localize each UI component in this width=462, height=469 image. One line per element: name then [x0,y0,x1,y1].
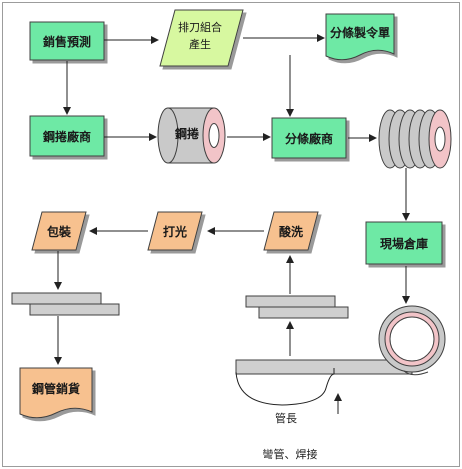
node-slitting-vendor: 分條廠商 [271,117,347,159]
node-packing: 包裝 [31,211,87,251]
slit-order-label: 分條製令單 [330,25,390,40]
node-steel-strip-vendor: 鋼捲廠商 [29,115,105,157]
pipes-right [245,295,349,319]
steel-strip-vendor-label: 鋼捲廠商 [42,129,91,144]
pickling-label: 酸洗 [279,224,303,239]
bending-welding-label: 彎管、焊接 [263,447,318,461]
packing-label: 包裝 [46,224,72,239]
pipe-length-label: 管長 [275,411,297,425]
steel-pipe-sales-label: 鋼管銷貨 [31,381,80,396]
site-warehouse-label: 現場倉庫 [380,236,428,251]
coil-label: 鋼捲 [174,126,200,141]
pipe-length-bracket [235,368,335,406]
strip-and-coil [235,305,446,376]
knife-combo-label-1: 排刀組合 [178,20,222,34]
steel-coil-cylinder: 鋼捲 [157,107,226,164]
connector-arrows [54,34,410,414]
slitting-vendor-label: 分條廠商 [285,131,333,146]
node-pickling: 酸洗 [263,211,319,251]
slit-coils [378,109,452,169]
pipes-left [11,292,120,316]
node-steel-pipe-sales: 鋼管銷貨 [19,367,93,419]
sales-forecast-label: 銷售預測 [43,34,91,49]
node-slit-order: 分條製令單 [325,13,395,61]
node-knife-combo: 排刀組合 產生 [159,9,244,67]
polishing-label: 打光 [163,224,187,239]
node-polishing: 打光 [147,211,203,251]
knife-combo-label-2: 產生 [189,37,211,51]
node-site-warehouse: 現場倉庫 [365,221,443,265]
node-sales-forecast: 銷售預測 [29,21,105,61]
